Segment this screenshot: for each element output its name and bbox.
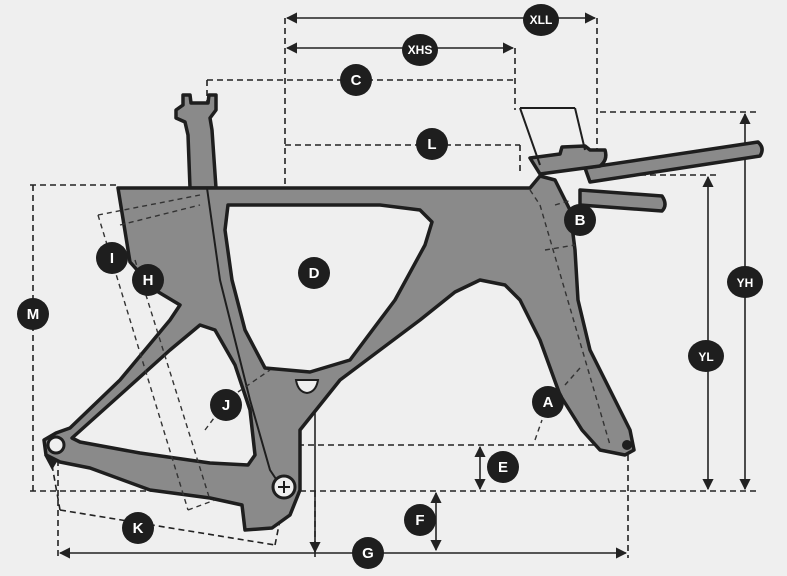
svg-text:J: J [222,397,230,414]
label-a: A [532,386,564,418]
svg-text:H: H [143,272,154,289]
label-yh: YH [727,266,763,298]
label-f: F [404,504,436,536]
label-d: D [298,257,330,289]
svg-text:B: B [575,212,586,229]
svg-text:XHS: XHS [408,43,433,57]
aero-bars [519,107,764,213]
svg-text:E: E [498,459,508,476]
svg-text:D: D [309,265,320,282]
svg-text:G: G [362,545,374,562]
svg-text:K: K [133,520,144,537]
label-xll: XLL [523,4,559,36]
label-b: B [564,204,596,236]
label-h: H [132,264,164,296]
svg-text:A: A [543,394,554,411]
svg-text:C: C [351,72,362,89]
dimension-labels: XLL XHS C L B YH YL I [17,4,763,569]
label-l: L [416,128,448,160]
svg-text:YL: YL [698,350,713,364]
label-g: G [352,537,384,569]
label-xhs: XHS [402,34,438,66]
bike-frame [42,93,636,532]
svg-text:YH: YH [737,276,754,290]
svg-text:XLL: XLL [530,13,553,27]
label-m: M [17,298,49,330]
svg-text:M: M [27,306,40,323]
label-i: I [96,242,128,274]
label-c: C [340,64,372,96]
label-yl: YL [688,340,724,372]
svg-text:F: F [415,512,424,529]
svg-text:L: L [427,136,436,153]
label-k: K [122,512,154,544]
svg-text:I: I [110,250,114,267]
label-e: E [487,451,519,483]
label-j: J [210,389,242,421]
